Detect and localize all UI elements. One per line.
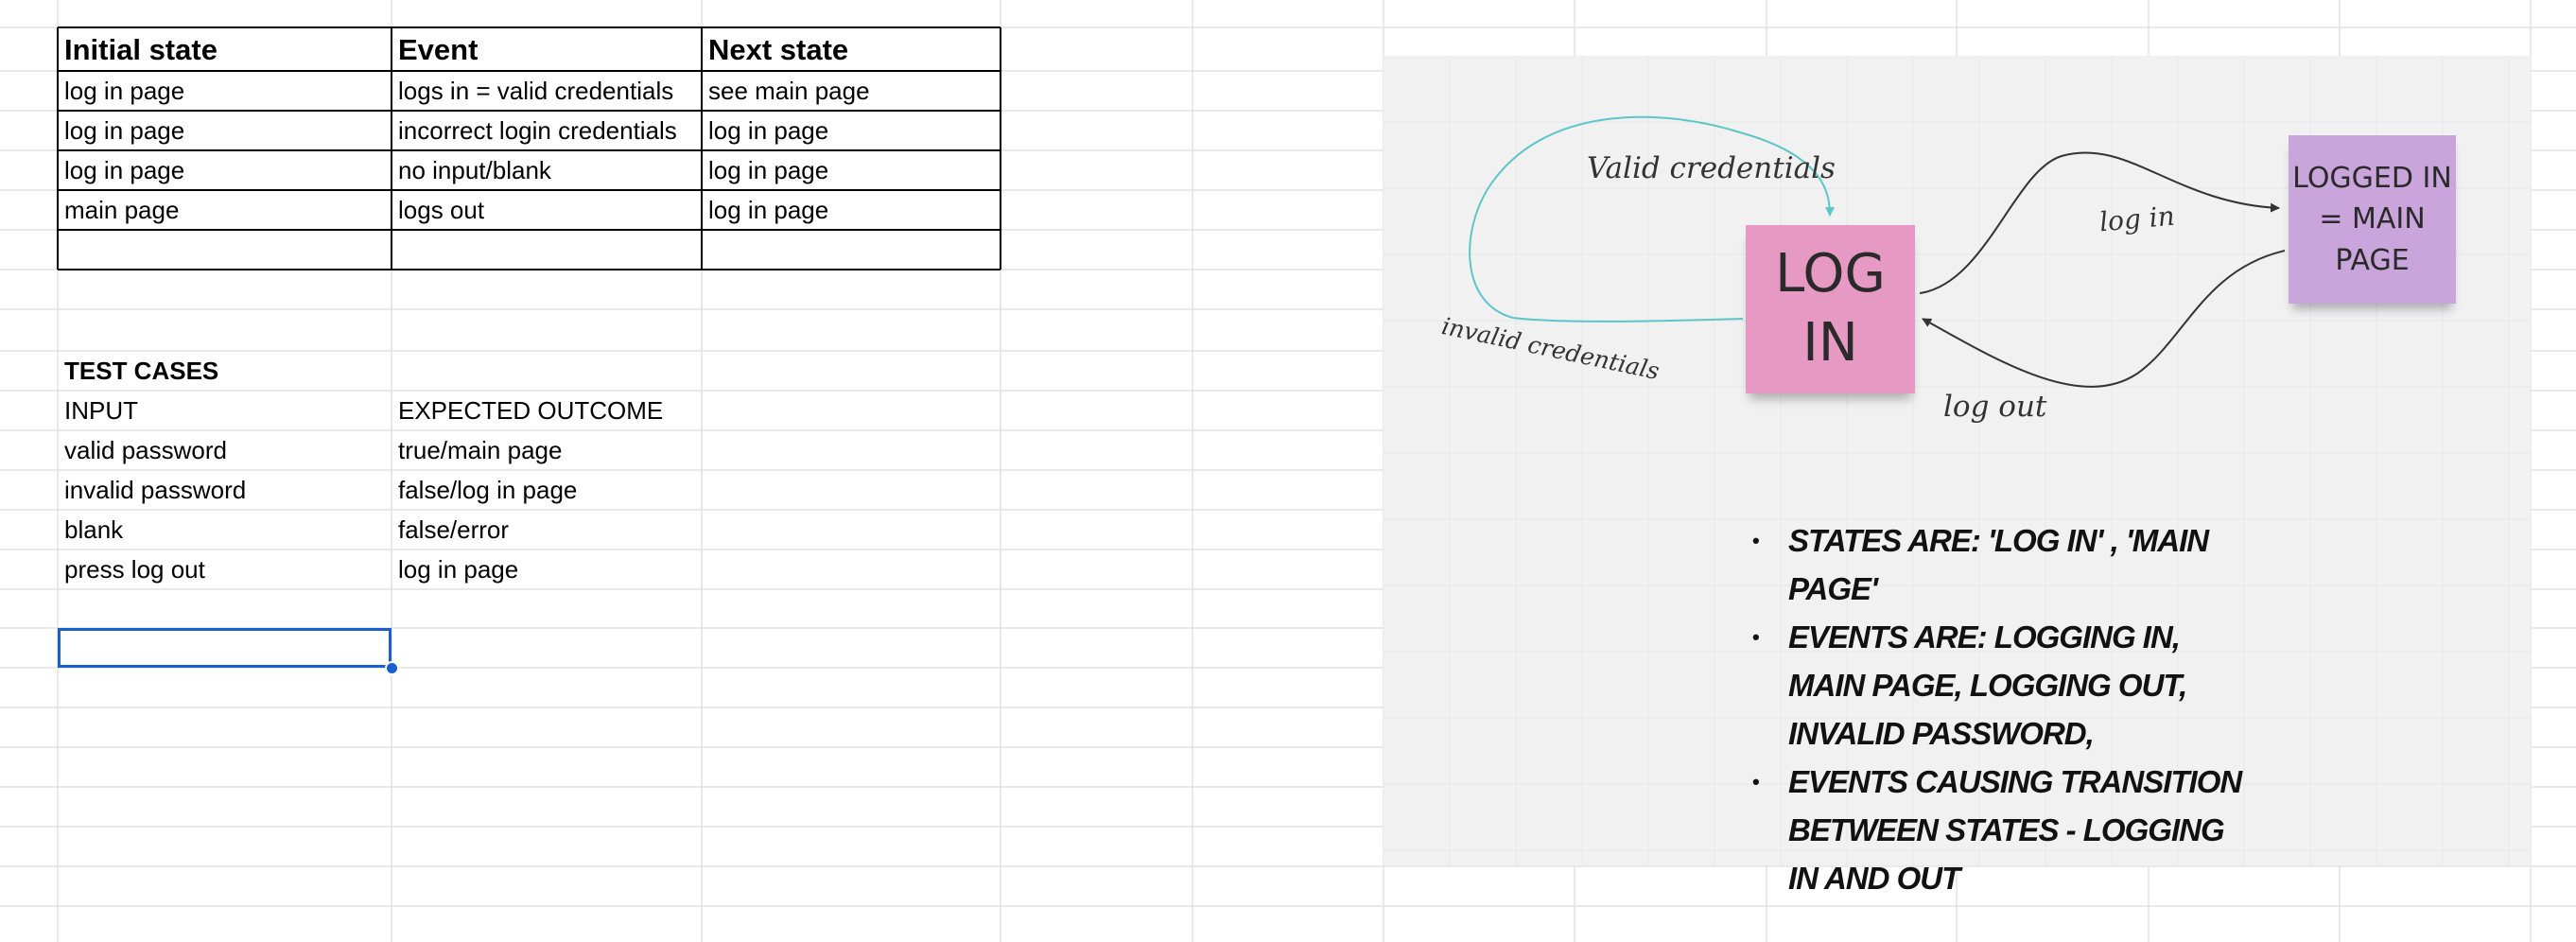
test-case-cell[interactable]: press log out [64,555,205,584]
test-cases-title[interactable]: TEST CASES [64,357,219,385]
note-bullet: events causing transition between states… [1752,758,2244,902]
state-table-cell[interactable]: log in page [708,116,829,145]
fill-handle[interactable] [385,661,399,675]
test-case-cell[interactable]: blank [64,515,124,544]
test-case-cell[interactable]: true/main page [398,436,563,464]
log-in-label: log in [2097,200,2176,238]
diagram-notes: States are: 'log in' , 'main page' event… [1752,516,2244,902]
state-table-cell[interactable]: main page [64,196,180,224]
state-table-cell[interactable]: log in page [64,77,185,105]
state-table-cell[interactable]: log in page [64,116,185,145]
state-table-cell[interactable]: no input/blank [398,156,551,184]
test-case-cell[interactable]: invalid password [64,476,247,504]
state-table-header-event[interactable]: Event [398,32,479,66]
note-bullet: States are: 'log in' , 'main page' [1752,516,2244,613]
logged-in-sticky-note[interactable]: LOGGED IN = MAIN PAGE [2289,135,2456,304]
log-out-label: log out [1943,390,2047,424]
test-case-cell[interactable]: log in page [398,555,519,584]
state-table-cell[interactable]: logs in = valid credentials [398,77,674,105]
note-bullet: events are: logging in, main page, loggi… [1752,613,2244,758]
active-cell-selection[interactable] [58,628,392,668]
valid-credentials-label: Valid credentials [1587,151,1836,185]
test-case-cell[interactable]: false/log in page [398,476,578,504]
state-table-cell[interactable]: logs out [398,196,485,224]
state-table-cell[interactable]: log in page [64,156,185,184]
state-table-header-next-state[interactable]: Next state [708,32,849,66]
log-in-sticky-note[interactable]: LOG IN [1746,225,1915,393]
state-table-header-initial-state[interactable]: Initial state [64,32,218,66]
state-table-cell[interactable]: log in page [708,156,829,184]
state-table-cell[interactable]: incorrect login credentials [398,116,677,145]
test-cases-header-input[interactable]: INPUT [64,396,138,425]
test-cases-header-expected-outcome[interactable]: EXPECTED OUTCOME [398,396,664,425]
test-case-cell[interactable]: valid password [64,436,227,464]
test-case-cell[interactable]: false/error [398,515,510,544]
state-table-cell[interactable]: see main page [708,77,870,105]
state-table-cell[interactable]: log in page [708,196,829,224]
